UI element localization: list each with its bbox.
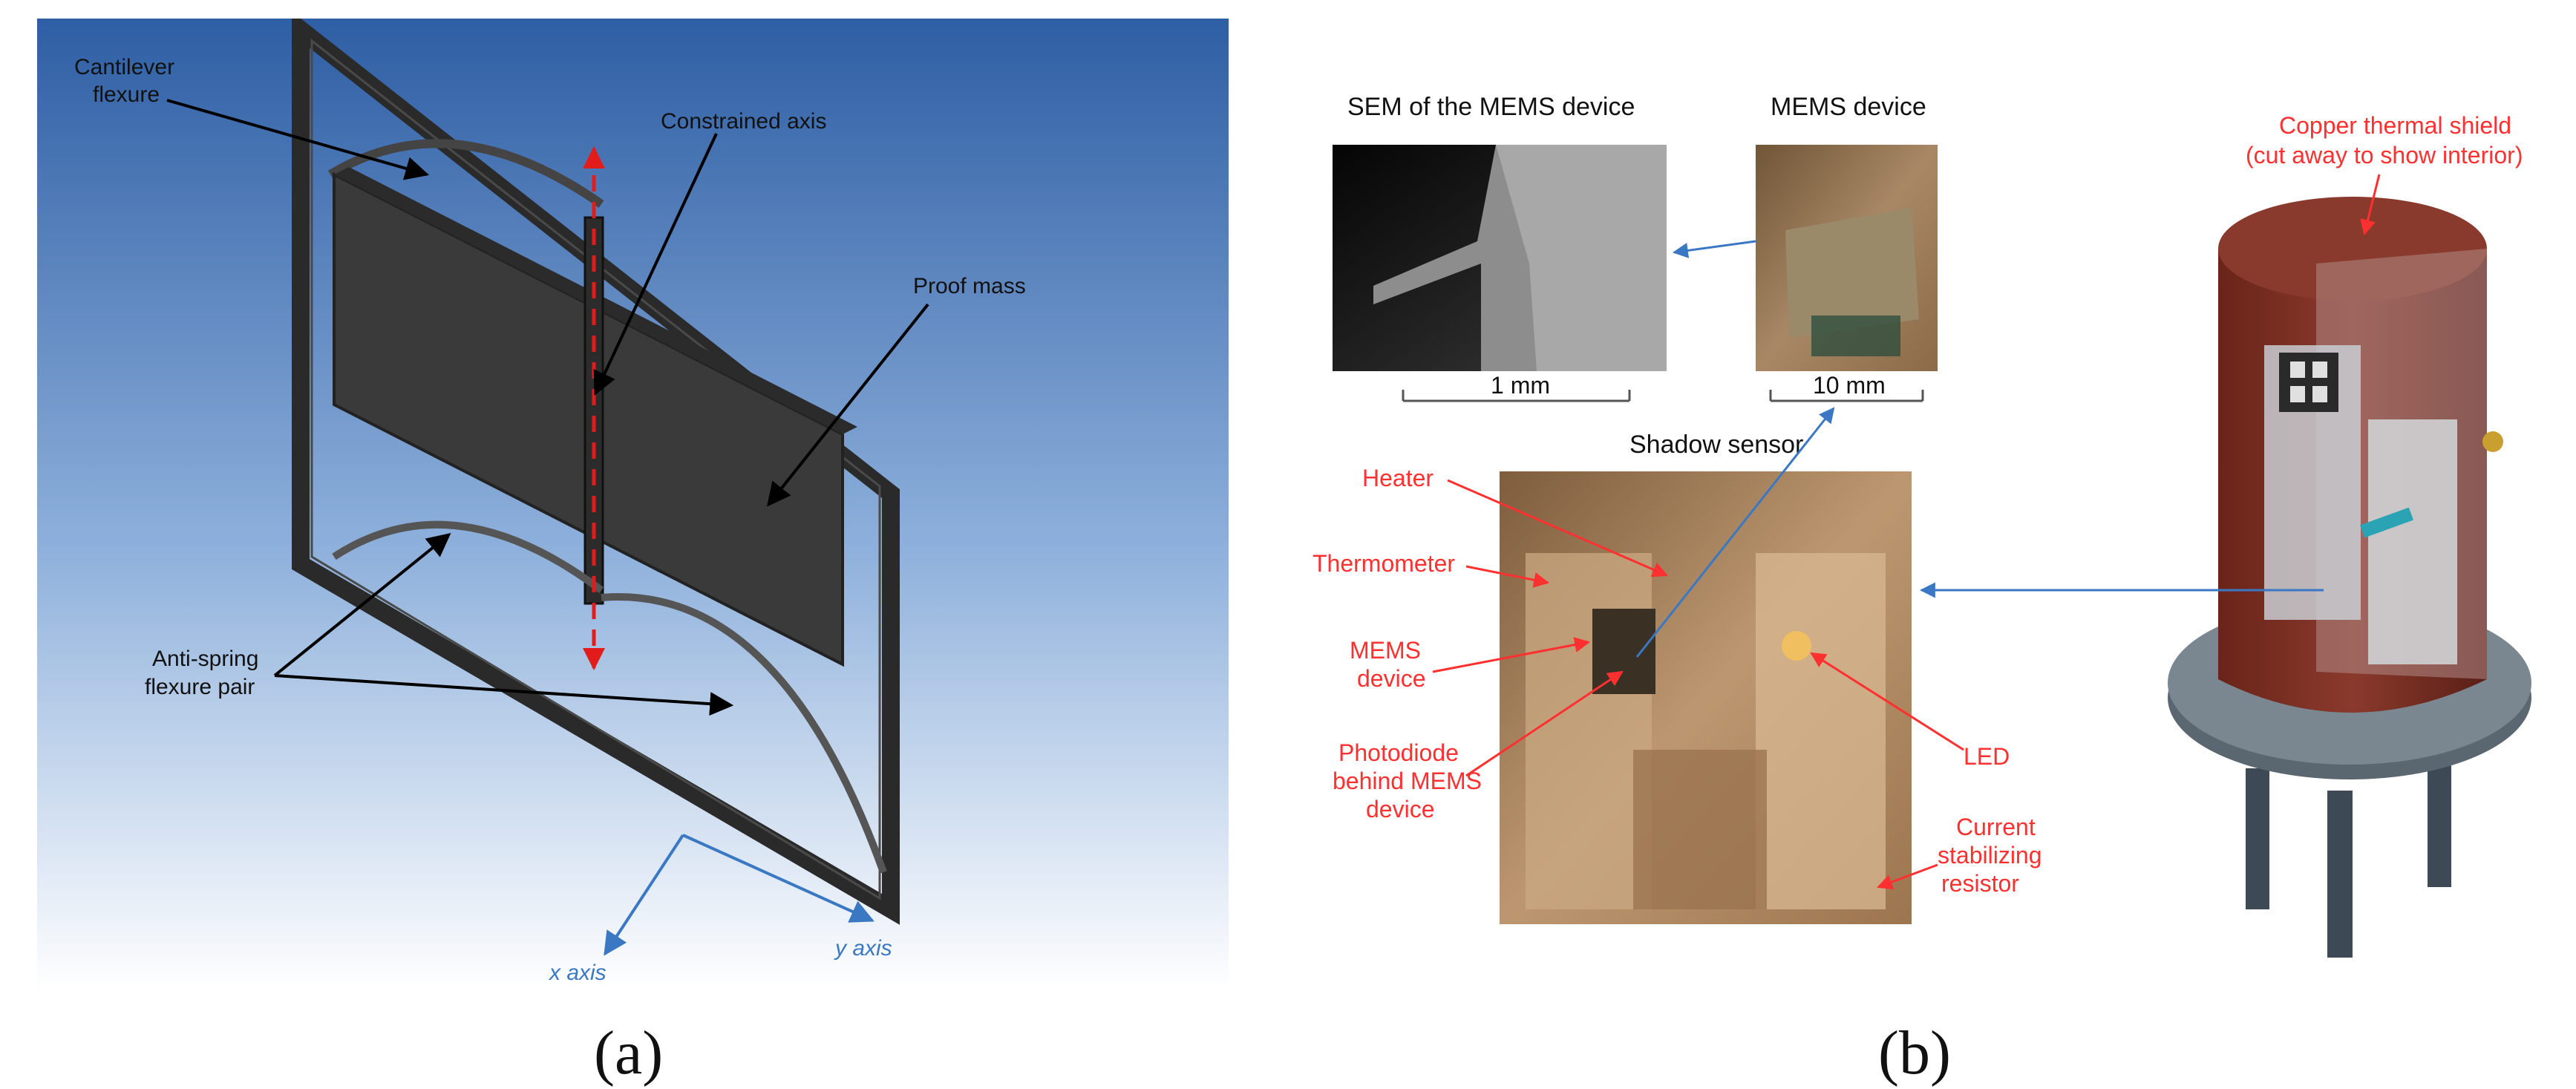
label-photodiode-line2: behind MEMS xyxy=(1333,768,1482,794)
pointer-proof-mass xyxy=(767,303,929,507)
link-sensor-to-mems xyxy=(1635,407,1835,658)
label-heater: Heater xyxy=(1362,465,1434,491)
shadow-sensor-photo xyxy=(1500,471,1912,924)
pointer-constrained-axis xyxy=(593,133,718,396)
label-y-axis: y axis xyxy=(834,936,892,961)
constrained-rod xyxy=(583,216,604,605)
panel-a-mems-schematic: Cantilever flexure Constrained axis Proo… xyxy=(37,11,1229,991)
pointer-anti-spring-left xyxy=(273,532,451,677)
outer-frame xyxy=(292,11,900,925)
label-cantilever-line1: Cantilever xyxy=(74,55,174,79)
anti-spring-flexure-left xyxy=(332,520,604,594)
label-copper-line2: (cut away to show interior) xyxy=(2246,142,2523,169)
pointer-heater xyxy=(1447,479,1668,578)
label-proof-mass: Proof mass xyxy=(913,274,1026,298)
pointer-resistor xyxy=(1877,863,1938,890)
scale-label-sem: 1 mm xyxy=(1491,372,1550,399)
pointer-photodiode xyxy=(1465,670,1624,777)
pointer-led xyxy=(1810,652,1964,751)
pointer-mems-device xyxy=(1432,637,1591,673)
label-resistor-line3: resistor xyxy=(1941,870,2019,897)
label-resistor-line2: stabilizing xyxy=(1938,842,2042,869)
panel-b-shadow-sensor: SEM of the MEMS device 1 mm MEMS device … xyxy=(1292,19,2554,991)
label-mems-device-line2: device xyxy=(1357,665,1426,692)
scale-label-mems: 10 mm xyxy=(1813,372,1886,399)
label-anti-spring-line1: Anti-spring xyxy=(152,647,258,671)
label-thermometer: Thermometer xyxy=(1312,550,1455,577)
y-axis-arrow xyxy=(682,834,875,923)
panel-a-illustration: Cantilever flexure Constrained axis Proo… xyxy=(37,11,1229,991)
label-cantilever-line2: flexure xyxy=(93,82,160,107)
sem-image xyxy=(1333,145,1667,371)
x-axis-arrow xyxy=(604,834,684,956)
pointer-thermometer xyxy=(1465,565,1550,588)
panel-b-illustration: SEM of the MEMS device 1 mm MEMS device … xyxy=(1312,93,2531,976)
caption-b: (b) xyxy=(1878,1018,1951,1088)
label-resistor-line1: Current xyxy=(1956,814,2036,840)
label-photodiode-line3: device xyxy=(1366,796,1435,823)
caption-a: (a) xyxy=(594,1018,664,1088)
label-mems-device-line1: MEMS xyxy=(1350,637,1421,664)
label-copper-line1: Copper thermal shield xyxy=(2279,112,2511,139)
pointer-cantilever xyxy=(166,99,430,180)
anti-spring-flexure-right xyxy=(601,593,887,874)
pointer-copper-shield xyxy=(2360,174,2381,236)
copper-enclosure-render xyxy=(2168,167,2531,976)
title-sem: SEM of the MEMS device xyxy=(1347,93,1635,121)
label-anti-spring-line2: flexure pair xyxy=(145,675,255,699)
label-led: LED xyxy=(1964,743,2010,770)
mems-photo xyxy=(1756,145,1938,371)
label-x-axis: x axis xyxy=(548,961,607,985)
link-mems-to-sem xyxy=(1672,240,1756,258)
pointer-anti-spring-right xyxy=(274,674,734,716)
title-shadow-sensor: Shadow sensor xyxy=(1629,431,1803,459)
title-mems: MEMS device xyxy=(1771,93,1926,121)
label-photodiode-line1: Photodiode xyxy=(1338,739,1459,766)
label-constrained-axis: Constrained axis xyxy=(661,109,826,134)
